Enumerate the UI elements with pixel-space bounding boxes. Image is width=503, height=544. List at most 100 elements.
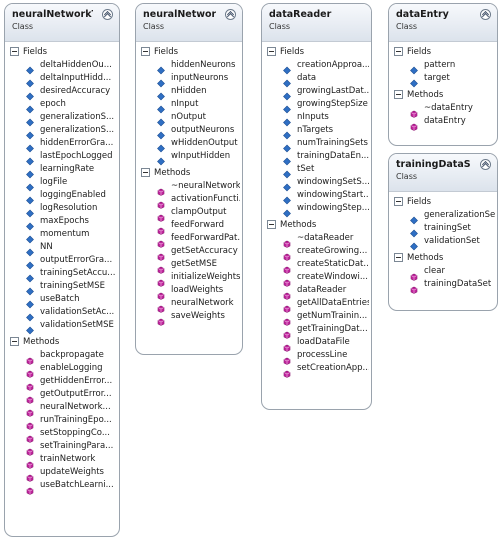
method-item[interactable]: ~dataReader [262, 232, 371, 248]
class-box-neural-network-trainer[interactable]: neuralNetworkT... Class Fields deltaHidd… [4, 3, 120, 537]
method-item[interactable]: createStaticDat... [262, 258, 371, 274]
method-item[interactable]: getOutputError... [5, 388, 119, 404]
field-item[interactable]: numTrainingSets [262, 137, 371, 153]
field-item[interactable]: data [262, 72, 371, 88]
field-item[interactable]: nTargets [262, 124, 371, 140]
field-item[interactable]: windowingStart... [262, 189, 371, 205]
field-item[interactable]: nInputs [262, 111, 371, 127]
field-item[interactable]: wHiddenOutput [136, 137, 242, 153]
collapse-toggle-icon[interactable] [267, 47, 276, 56]
field-item[interactable]: growingLastDat... [262, 85, 371, 101]
collapse-toggle-icon[interactable] [394, 90, 403, 99]
method-item[interactable]: useBatchLearni... [5, 479, 119, 495]
field-item[interactable]: wInputHidden [136, 150, 242, 166]
method-item[interactable]: setTrainingPara... [5, 440, 119, 456]
field-item[interactable]: trainingDataEn... [262, 150, 371, 166]
field-item[interactable]: growingStepSize [262, 98, 371, 114]
field-item[interactable]: nInput [136, 98, 242, 114]
field-item[interactable]: outputNeurons [136, 124, 242, 140]
method-item[interactable]: setStoppingCo... [5, 427, 119, 443]
class-box-neural-network[interactable]: neuralNetwork Class Fields hiddenNeurons… [135, 3, 243, 355]
method-item[interactable]: dataReader [262, 284, 371, 300]
method-item[interactable]: getTrainingDat... [262, 323, 371, 339]
method-item[interactable]: loadDataFile [262, 336, 371, 352]
collapse-toggle-icon[interactable] [10, 47, 19, 56]
class-header[interactable]: dataEntry Class [389, 4, 497, 42]
field-item[interactable]: hiddenErrorGra... [5, 137, 119, 153]
methods-section-header[interactable]: Methods [5, 335, 119, 349]
method-item[interactable]: loadWeights [136, 284, 242, 300]
collapse-toggle-icon[interactable] [394, 253, 403, 262]
method-item[interactable]: enableLogging [5, 362, 119, 378]
field-item[interactable]: lastEpochLogged [5, 150, 119, 166]
field-item[interactable]: tSet [262, 163, 371, 179]
method-item[interactable]: ~dataEntry [389, 102, 497, 118]
field-item[interactable]: creationApproa... [262, 59, 371, 75]
field-item[interactable]: inputNeurons [136, 72, 242, 88]
method-item[interactable]: ~neuralNetwork [136, 180, 242, 196]
field-item[interactable]: validationSetAc... [5, 306, 119, 322]
field-item[interactable]: learningRate [5, 163, 119, 179]
class-box-training-data-set[interactable]: trainingDataSet Class Fields generalizat… [388, 153, 498, 311]
method-item[interactable]: initializeWeights [136, 271, 242, 287]
collapse-chevron-icon[interactable] [480, 159, 491, 170]
method-item[interactable]: saveWeights [136, 310, 242, 326]
method-item[interactable]: setCreationApp... [262, 362, 371, 378]
field-item[interactable]: momentum [5, 228, 119, 244]
method-item[interactable]: dataEntry [389, 115, 497, 131]
method-item[interactable]: getAllDataEntries [262, 297, 371, 313]
field-item[interactable]: deltaInputHidd... [5, 72, 119, 88]
fields-section-header[interactable]: Fields [389, 45, 497, 59]
class-header[interactable]: neuralNetwork Class [136, 4, 242, 42]
field-item[interactable]: desiredAccuracy [5, 85, 119, 101]
collapse-chevron-icon[interactable] [102, 9, 113, 20]
class-header[interactable]: trainingDataSet Class [389, 154, 497, 192]
methods-section-header[interactable]: Methods [389, 88, 497, 102]
field-item[interactable]: hiddenNeurons [136, 59, 242, 75]
method-item[interactable]: createWindowi... [262, 271, 371, 287]
field-item[interactable]: loggingEnabled [5, 189, 119, 205]
field-item[interactable]: useBatch [5, 293, 119, 309]
class-box-data-reader[interactable]: dataReader Class Fields creationApproa..… [261, 3, 372, 410]
collapse-toggle-icon[interactable] [10, 337, 19, 346]
field-item[interactable]: generalizationS... [5, 111, 119, 127]
method-item[interactable]: getSetMSE [136, 258, 242, 274]
collapse-toggle-icon[interactable] [141, 168, 150, 177]
method-item[interactable]: trainingDataSet [389, 278, 497, 294]
method-item[interactable]: getNumTrainin... [262, 310, 371, 326]
methods-section-header[interactable]: Methods [262, 218, 371, 232]
methods-section-header[interactable]: Methods [389, 251, 497, 265]
field-item[interactable]: nOutput [136, 111, 242, 127]
fields-section-header[interactable]: Fields [389, 195, 497, 209]
field-item[interactable]: maxEpochs [5, 215, 119, 231]
field-item[interactable]: deltaHiddenOu... [5, 59, 119, 75]
collapse-toggle-icon[interactable] [141, 47, 150, 56]
collapse-toggle-icon[interactable] [267, 220, 276, 229]
collapse-toggle-icon[interactable] [394, 197, 403, 206]
fields-section-header[interactable]: Fields [5, 45, 119, 59]
method-item[interactable]: activationFuncti... [136, 193, 242, 209]
field-item[interactable]: generalizationS... [5, 124, 119, 140]
method-item[interactable]: neuralNetwork [136, 297, 242, 313]
method-item[interactable]: updateWeights [5, 466, 119, 482]
method-item[interactable]: getHiddenError... [5, 375, 119, 391]
collapse-chevron-icon[interactable] [225, 9, 236, 20]
fields-section-header[interactable]: Fields [262, 45, 371, 59]
collapse-chevron-icon[interactable] [480, 9, 491, 20]
field-item[interactable]: outputErrorGra... [5, 254, 119, 270]
method-item[interactable]: feedForward [136, 219, 242, 235]
field-item[interactable]: logFile [5, 176, 119, 192]
method-item[interactable]: processLine [262, 349, 371, 365]
field-item[interactable]: trainingSet [389, 222, 497, 238]
field-item[interactable]: pattern [389, 59, 497, 75]
collapse-toggle-icon[interactable] [394, 47, 403, 56]
field-item[interactable]: NN [5, 241, 119, 257]
field-item[interactable]: target [389, 72, 497, 88]
field-item[interactable]: nHidden [136, 85, 242, 101]
method-item[interactable]: clampOutput [136, 206, 242, 222]
method-item[interactable]: runTrainingEpo... [5, 414, 119, 430]
field-item[interactable]: trainingSetAccu... [5, 267, 119, 283]
field-item[interactable]: logResolution [5, 202, 119, 218]
field-item[interactable]: validationSetMSE [5, 319, 119, 335]
